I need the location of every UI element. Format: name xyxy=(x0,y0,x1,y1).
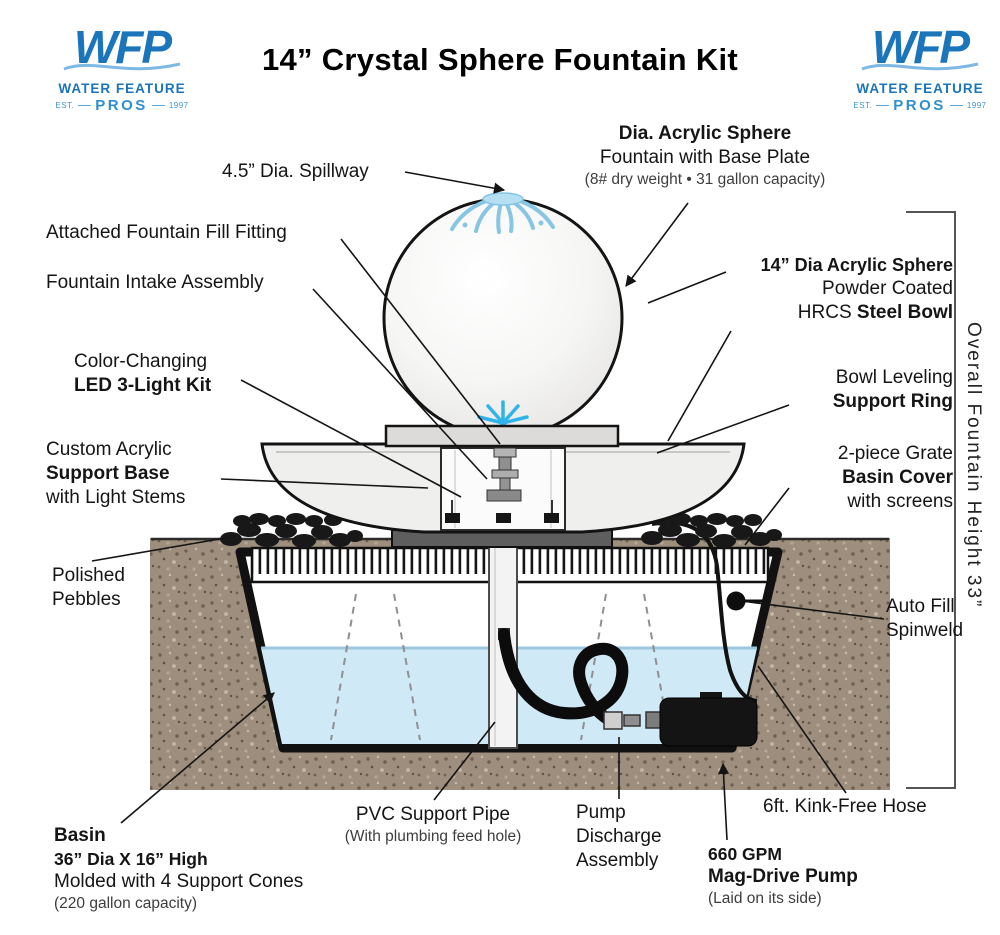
wfp-logo-pros-row: EST. PROS 1997 xyxy=(46,97,198,114)
auto-fill-spinweld xyxy=(726,591,763,611)
fountain-intake-assembly xyxy=(486,489,522,502)
wfp-logo-dash xyxy=(876,105,890,107)
label-acrylic-sphere-line1: Dia. Acrylic Sphere xyxy=(618,123,792,144)
wfp-logo-year: 1997 xyxy=(966,101,987,111)
label-support-base-line1: Custom Acrylic xyxy=(46,439,172,460)
label-intake: Fountain Intake Assembly xyxy=(46,272,264,293)
wfp-logo-pros: PROS xyxy=(95,97,148,115)
wfp-logo-year: 1997 xyxy=(168,101,189,111)
label-pump-discharge-line1: Pump xyxy=(576,802,626,823)
wfp-logo-wave-icon xyxy=(844,61,996,79)
label-steel-bowl-line3: HRCS Steel Bowl xyxy=(695,301,953,325)
label-pump-discharge-line3: Assembly xyxy=(576,849,659,871)
callout-leader-lines xyxy=(91,171,885,841)
wfp-logo-pros-row: EST. PROS 1997 xyxy=(844,97,996,114)
kink-free-hose xyxy=(498,628,629,726)
overall-height-bracket xyxy=(906,211,956,789)
wfp-logo-est: EST. xyxy=(853,101,873,111)
label-spillway: 4.5” Dia. Spillway xyxy=(222,161,369,182)
label-auto-fill-line1: Auto Fill xyxy=(886,596,955,617)
label-pump-line1: 660 GPM xyxy=(708,844,782,864)
label-basin-cover-line1: 2-piece Grate xyxy=(837,443,953,464)
label-hose: 6ft. Kink-Free Hose xyxy=(763,796,927,817)
label-overall-height: Overall Fountain Height 33” xyxy=(963,322,984,609)
led-light-stems xyxy=(445,500,559,523)
label-pebbles: Polished Pebbles xyxy=(52,564,125,612)
label-steel-bowl-line3-normal: HRCS xyxy=(797,301,857,323)
label-support-base: Custom Acrylic Support Base with Light S… xyxy=(46,438,185,510)
spillway-spray xyxy=(450,192,555,234)
label-support-ring-line1: Bowl Leveling xyxy=(835,367,953,388)
wfp-logo-pros: PROS xyxy=(893,97,946,115)
polished-pebbles xyxy=(220,513,782,548)
wfp-logo-dash xyxy=(949,105,963,107)
label-acrylic-sphere-note: (8# dry weight • 31 gallon capacity) xyxy=(584,170,826,188)
wfp-logo-est: EST. xyxy=(55,101,75,111)
label-steel-bowl-line1: 14” Dia Acrylic Sphere xyxy=(760,255,953,275)
label-steel-bowl: 14” Dia Acrylic Sphere Powder Coated HRC… xyxy=(695,254,953,325)
label-pvc-pipe-line1: PVC Support Pipe xyxy=(355,804,511,825)
wfp-logo-wave-icon xyxy=(46,61,198,79)
label-pump-note: (Laid on its side) xyxy=(708,889,822,907)
label-pump: 660 GPM Mag-Drive Pump (Laid on its side… xyxy=(708,843,858,909)
fountain-fill-fitting xyxy=(491,447,519,491)
wfp-logo-acronym: WFP xyxy=(73,21,172,73)
label-pvc-pipe-note: (With plumbing feed hole) xyxy=(344,827,522,845)
label-basin-cover-line2: Basin Cover xyxy=(842,466,953,488)
label-pump-discharge: Pump Discharge Assembly xyxy=(576,801,662,873)
label-basin-cover-line3: with screens xyxy=(847,490,953,512)
label-pebbles-line2: Pebbles xyxy=(52,588,121,610)
page-title: 14” Crystal Sphere Fountain Kit xyxy=(261,42,739,77)
label-fill-fitting: Attached Fountain Fill Fitting xyxy=(46,222,287,243)
label-pump-line2: Mag-Drive Pump xyxy=(708,866,858,888)
label-basin-note: (220 gallon capacity) xyxy=(54,894,198,912)
wfp-logo-dash xyxy=(78,105,92,107)
label-led-kit-line2: LED 3-Light Kit xyxy=(74,374,212,396)
sphere-base-plate xyxy=(384,424,620,448)
mag-drive-pump xyxy=(659,692,758,747)
label-basin-line2: 36” Dia X 16” High xyxy=(54,848,208,869)
led-glow xyxy=(477,400,529,426)
wfp-logo-left: WFP WATER FEATURE EST. PROS 1997 xyxy=(46,21,198,114)
label-acrylic-sphere-line2: Fountain with Base Plate xyxy=(599,146,811,168)
label-basin-cover: 2-piece Grate Basin Cover with screens xyxy=(715,442,953,514)
label-support-ring-line2: Support Ring xyxy=(832,390,953,412)
label-steel-bowl-line3-bold: Steel Bowl xyxy=(856,301,953,323)
label-led-kit-line1: Color-Changing xyxy=(74,351,208,372)
label-auto-fill-line2: Spinweld xyxy=(886,619,964,641)
label-basin: Basin 36” Dia X 16” High Molded with 4 S… xyxy=(54,824,303,913)
label-basin-line1: Basin xyxy=(54,825,106,846)
wfp-logo-right: WFP WATER FEATURE EST. PROS 1997 xyxy=(844,21,996,114)
label-pvc-pipe: PVC Support Pipe (With plumbing feed hol… xyxy=(318,803,548,846)
wfp-logo-acronym: WFP xyxy=(871,21,970,73)
label-auto-fill: Auto Fill Spinweld xyxy=(886,595,963,643)
wfp-logo-name: WATER FEATURE xyxy=(856,81,984,97)
label-support-ring: Bowl Leveling Support Ring xyxy=(715,366,953,414)
label-support-base-line2: Support Base xyxy=(46,462,170,484)
label-pebbles-line1: Polished xyxy=(52,565,125,586)
pump-discharge-assembly xyxy=(603,711,663,730)
wfp-logo-dash xyxy=(151,105,165,107)
label-pump-discharge-line2: Discharge xyxy=(576,825,662,847)
label-basin-line3: Molded with 4 Support Cones xyxy=(54,870,304,892)
label-steel-bowl-line2: Powder Coated xyxy=(822,277,953,299)
label-acrylic-sphere: Dia. Acrylic Sphere Fountain with Base P… xyxy=(540,122,870,189)
wfp-logo-name: WATER FEATURE xyxy=(58,81,186,97)
label-support-base-line3: with Light Stems xyxy=(46,486,186,508)
label-led-kit: Color-Changing LED 3-Light Kit xyxy=(74,350,211,398)
